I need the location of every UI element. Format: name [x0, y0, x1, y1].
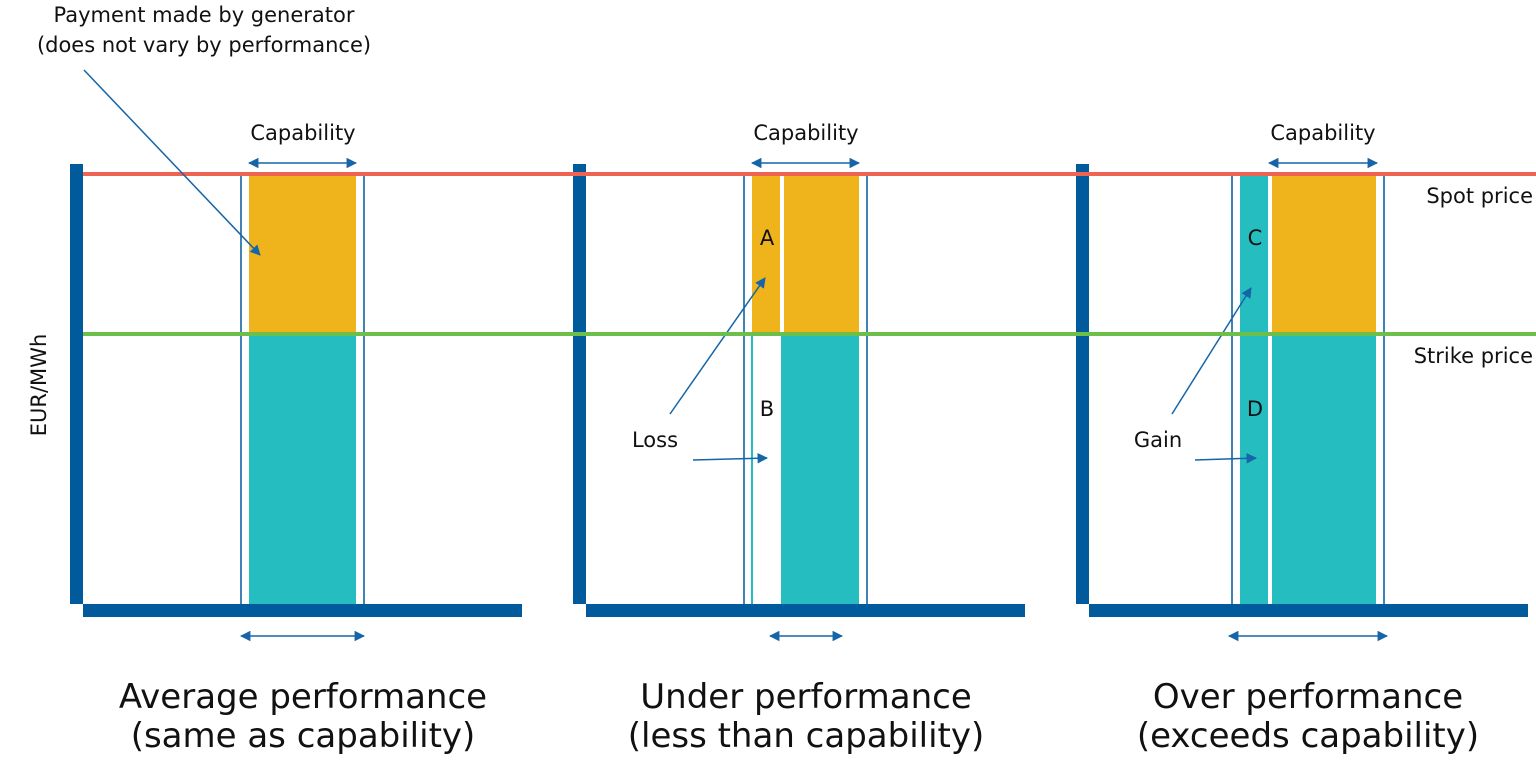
x-axis: [83, 604, 522, 617]
payment-block: [784, 174, 859, 334]
strike-price-label: Strike price: [1414, 344, 1533, 368]
payment-block: [1272, 174, 1376, 334]
letter-d: D: [1247, 397, 1263, 421]
loss-arrow-to-b: [692, 453, 769, 464]
panel-under: Capability A B Loss Under performance (l…: [573, 121, 1025, 756]
block-a: [752, 174, 780, 334]
received-block: [781, 334, 859, 604]
letter-a: A: [760, 226, 775, 250]
y-axis-label: EUR/MWh: [27, 334, 51, 437]
panel-title-line-1: Under performance: [640, 677, 971, 717]
panel-average: Capability Average performance (same as …: [70, 121, 522, 756]
letter-c: C: [1248, 226, 1263, 250]
block-c-d: [1240, 174, 1268, 604]
loss-arrow-to-a: [669, 277, 766, 415]
payment-block: [249, 174, 356, 334]
capability-label: Capability: [753, 121, 858, 145]
capability-label: Capability: [250, 121, 355, 145]
spot-price-label: Spot price: [1426, 184, 1533, 208]
letter-b: B: [760, 397, 774, 421]
y-axis: [70, 164, 83, 604]
y-axis: [573, 164, 586, 604]
y-axis: [1076, 164, 1089, 604]
panel-over: Capability C D Gain Over performance (ex…: [1076, 121, 1528, 756]
gain-arrow-to-d: [1194, 453, 1258, 464]
loss-label: Loss: [632, 428, 678, 452]
gain-arrow-to-c: [1171, 287, 1252, 415]
received-block: [249, 334, 356, 604]
x-axis: [586, 604, 1025, 617]
received-block: [1272, 334, 1376, 604]
panel-title-line-1: Average performance: [119, 677, 487, 717]
annotation-line-1: Payment made by generator: [54, 3, 355, 27]
panel-title-line-2: (exceeds capability): [1137, 716, 1479, 756]
capability-label: Capability: [1270, 121, 1375, 145]
x-axis: [1089, 604, 1528, 617]
annotation-line-2: (does not vary by performance): [37, 33, 371, 57]
annotation-arrow: [83, 69, 261, 256]
panel-title-line-2: (same as capability): [131, 716, 476, 756]
panel-title-line-2: (less than capability): [628, 716, 985, 756]
panel-title-line-1: Over performance: [1153, 677, 1463, 717]
gain-label: Gain: [1134, 428, 1182, 452]
